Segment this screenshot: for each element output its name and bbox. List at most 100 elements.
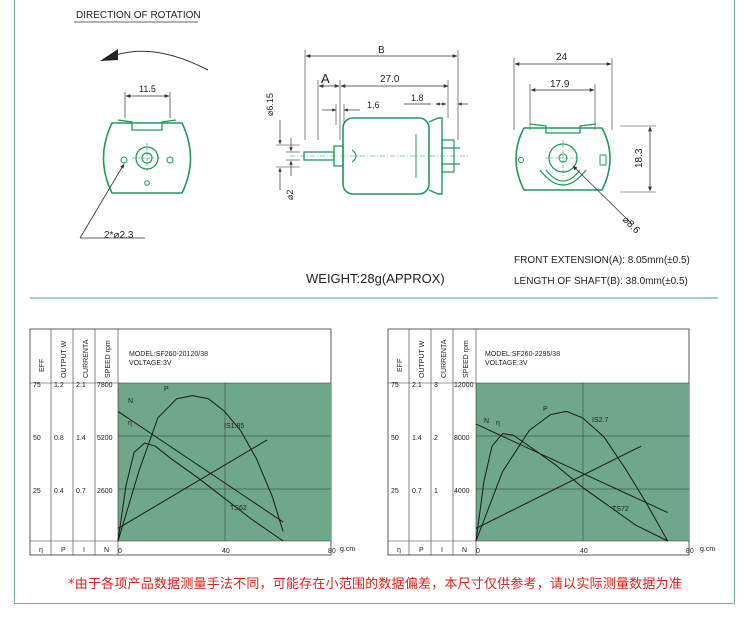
chart1-label-n: N	[128, 398, 133, 405]
rear-dia-body: ⌀8.6	[620, 214, 642, 236]
chart1-output-tick-1: 1.2	[54, 382, 64, 389]
chart2-series-1	[475, 410, 669, 542]
disclaimer-note: *由于各项产品数据测量手法不同，可能存在小范围的数据偏差，本尺寸仅供参考，请以实…	[68, 577, 682, 592]
chart1-output-tick-3: 0.4	[54, 488, 64, 495]
front-extension-label: FRONT EXTENSION(A): 8.05mm(±0.5)	[514, 255, 690, 266]
chart2-series-0	[475, 423, 668, 514]
dia-shaft-boss: ⌀6.15	[265, 93, 275, 116]
chart1-x-unit: g.cm	[340, 546, 355, 553]
shaft-length-label: LENGTH OF SHAFT(B): 38.0mm(±0.5)	[514, 276, 688, 287]
chart1-stall-torque: TS62	[230, 505, 247, 512]
side-dim-B: B	[378, 45, 385, 56]
front-view: 11.5 2*⌀2.3	[79, 84, 192, 241]
side-view: B A 27.0 1,6 1.8 ⌀6.	[265, 45, 470, 200]
weight-label: WEIGHT:28g(APPROX)	[306, 271, 445, 286]
chart1-label-p: P	[164, 386, 169, 393]
rear-dim-width: 24	[556, 52, 568, 63]
chart1-xtick-3: 80	[328, 548, 336, 555]
chart2-series-2	[475, 433, 668, 542]
chart2-xtick-3: 80	[686, 548, 694, 555]
chart2-header-speed: SPEED rpm	[463, 340, 470, 378]
chart2-model: MODEL:SF260-2295/38	[485, 351, 560, 358]
chart2-stall-current: IS2.7	[592, 417, 608, 424]
chart2-speed-tick-1: 12000	[454, 382, 474, 389]
chart2-symbol-p: P	[419, 547, 424, 554]
chart1-eff-tick-3: 25	[33, 488, 41, 495]
chart2-header-output: OUTPUT W	[419, 340, 426, 378]
front-hole-label: 2*⌀2.3	[104, 230, 134, 241]
chart2-x-unit: g.cm	[700, 546, 715, 553]
chart2-plot-area	[476, 383, 689, 541]
chart1-header-current: CURRENTA	[83, 339, 90, 378]
chart2-label-eta: η	[496, 420, 500, 427]
chart2-curves	[475, 410, 669, 542]
chart1-current-tick-1: 2.1	[76, 382, 86, 389]
chart2-speed-tick-3: 4000	[454, 488, 470, 495]
chart1-header-eff: EFF	[39, 359, 46, 372]
rear-view: 24 17.9 18.3 ⌀8.6	[513, 52, 656, 237]
rotation-arrow-icon	[100, 49, 118, 61]
chart2-label-n: N	[484, 418, 489, 425]
chart2-speed-tick-2: 8000	[454, 435, 470, 442]
chart1-series-2	[117, 442, 284, 542]
rotation-arc	[107, 50, 209, 71]
chart1-speed-tick-3: 2600	[97, 488, 113, 495]
chart2-label-p: P	[543, 406, 548, 413]
chart1-current-tick-3: 0.7	[76, 488, 86, 495]
rear-body-outline	[515, 127, 611, 191]
performance-chart-2: EFF OUTPUT W CURRENTA SPEED rpm 75 50 25…	[387, 328, 715, 556]
chart2-symbol-eta: η	[397, 547, 401, 554]
chart2-current-tick-1: 3	[434, 382, 438, 389]
chart1-symbol-p: P	[61, 547, 66, 554]
chart2-xtick-1: 0	[476, 548, 480, 555]
dia-shaft: ⌀2	[285, 190, 295, 200]
side-dim-body: 27.0	[380, 74, 400, 85]
chart2-eff-tick-3: 25	[391, 488, 399, 495]
performance-chart-1: EFF OUTPUT W CURRENTA SPEED rpm 75 50 25…	[29, 328, 355, 556]
chart1-eff-tick-2: 50	[33, 435, 41, 442]
chart1-plot-area	[118, 383, 331, 541]
chart1-label-eta: η	[128, 420, 132, 427]
chart2-xtick-2: 40	[580, 548, 588, 555]
chart1-eff-tick-1: 75	[33, 382, 41, 389]
chart2-header-current: CURRENTA	[441, 339, 448, 378]
chart1-header-output: OUTPUT W	[61, 340, 68, 378]
chart2-eff-tick-1: 75	[391, 382, 399, 389]
chart1-curves	[117, 395, 284, 542]
chart1-xtick-1: 0	[118, 548, 122, 555]
chart2-stall-torque: TS72	[612, 506, 629, 513]
chart1-speed-tick-2: 5200	[97, 435, 113, 442]
chart2-output-tick-1: 2.1	[412, 382, 422, 389]
page-frame	[14, 0, 735, 604]
chart2-current-tick-3: 1	[434, 488, 438, 495]
chart1-symbol-n: N	[104, 547, 109, 554]
chart1-header-speed: SPEED rpm	[105, 340, 112, 378]
chart1-series-3	[117, 439, 268, 529]
chart1-voltage: VOLTAGE:3V	[129, 360, 172, 367]
chart2-header-eff: EFF	[397, 359, 404, 372]
rear-dim-height: 18.3	[634, 148, 645, 168]
chart2-voltage: VOLTAGE:3V	[485, 360, 528, 367]
chart2-eff-tick-2: 50	[391, 435, 399, 442]
front-body-outline	[102, 122, 192, 194]
chart2-output-tick-3: 0.7	[412, 488, 422, 495]
chart1-current-tick-2: 1.4	[76, 435, 86, 442]
side-dim-1-6: 1,6	[367, 100, 380, 110]
chart1-symbol-i: I	[83, 547, 85, 554]
rear-dim-inner: 17.9	[550, 79, 570, 90]
chart2-symbol-n: N	[462, 547, 467, 554]
shaft-outline	[303, 151, 335, 161]
chart2-current-tick-2: 2	[434, 435, 438, 442]
chart2-series-3	[475, 445, 642, 529]
side-dim-A: A	[321, 71, 330, 86]
chart1-symbol-eta: η	[39, 547, 43, 554]
chart1-series-1	[117, 395, 284, 542]
chart1-xtick-2: 40	[222, 548, 230, 555]
front-dim-width: 11.5	[139, 84, 156, 94]
chart1-model: MODEL:SF260-20120/38	[129, 351, 208, 358]
rotation-heading: DIRECTION OF ROTATION	[76, 10, 201, 21]
chart2-output-tick-2: 1.4	[412, 435, 422, 442]
chart1-stall-current: IS1.85	[224, 423, 244, 430]
chart2-symbol-i: I	[441, 547, 443, 554]
